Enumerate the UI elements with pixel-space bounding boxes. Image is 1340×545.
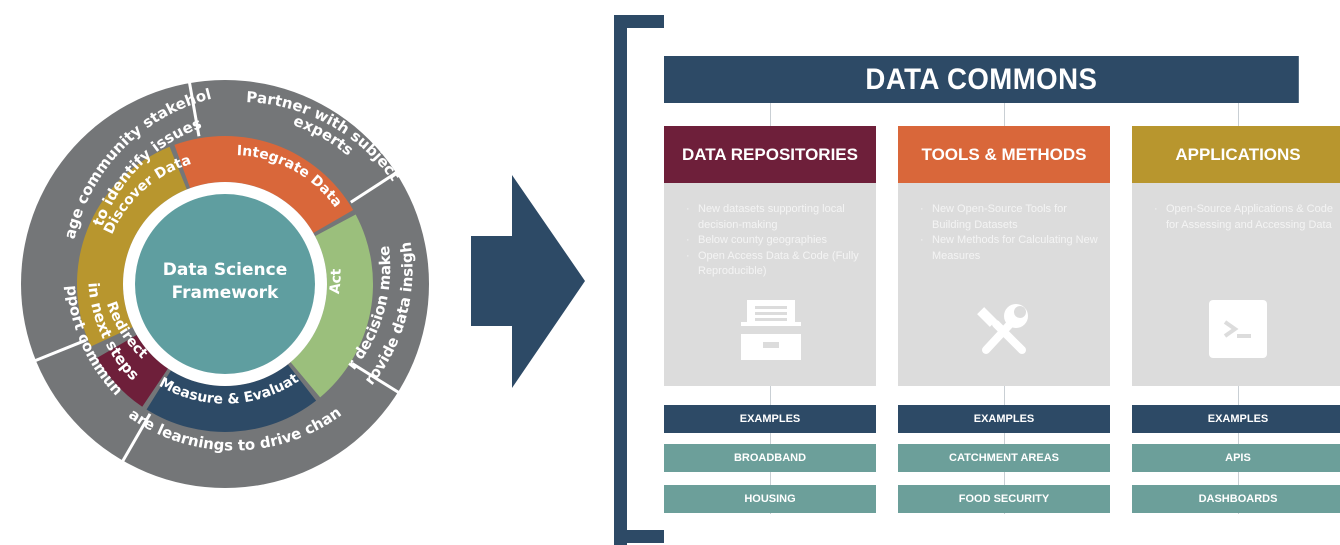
bullet-list-applications: Open-Source Applications & Code for Asse…: [1152, 202, 1340, 233]
data-science-framework-cycle: Engage community stakeholders to identif…: [0, 0, 429, 488]
bullet-list-data-repositories: New datasets supporting local decision-m…: [684, 202, 874, 280]
bullet-item: Below county geographies: [684, 233, 874, 249]
bracket-bottom: [614, 530, 664, 543]
example-food-security: FOOD SECURITY: [898, 485, 1110, 513]
outer-ring-separator: [187, 80, 201, 137]
outer-ring-separator: [120, 413, 152, 464]
examples-header-data-repositories: EXAMPLES: [664, 405, 876, 433]
bracket-vertical: [614, 15, 627, 545]
framework-center-line1: Data Science: [163, 260, 288, 280]
wrench-screwdriver-icon: [977, 304, 1028, 354]
example-catchment-areas: CATCHMENT AREAS: [898, 444, 1110, 472]
inner-segment-discover: [77, 146, 187, 347]
inner-segment-integrate: [174, 136, 354, 233]
terminal-icon: [1209, 300, 1267, 358]
example-housing: HOUSING: [664, 485, 876, 513]
connector-line: [1004, 103, 1005, 126]
bullet-item: New Open-Source Tools for Building Datas…: [918, 202, 1108, 233]
outer-ring-separator: [351, 362, 401, 395]
bullet-item: Open Access Data & Code (Fully Reproduci…: [684, 249, 874, 280]
bracket-top: [614, 15, 664, 28]
example-broadband: BROADBAND: [664, 444, 876, 472]
bullet-list-tools-methods: New Open-Source Tools for Building Datas…: [918, 202, 1108, 264]
outer-ring-separator: [349, 170, 399, 204]
inner-segment-measure: [146, 364, 317, 432]
bullet-item: New datasets supporting local decision-m…: [684, 202, 874, 233]
step-act: Act: [327, 268, 345, 295]
column-heading-data-repositories: DATA REPOSITORIES: [664, 126, 876, 183]
connector-line: [770, 103, 771, 126]
column-heading-tools-methods: TOOLS & METHODS: [898, 126, 1110, 183]
bullet-item: Open-Source Applications & Code for Asse…: [1152, 202, 1340, 233]
inner-segment-act: [290, 214, 373, 398]
inner-segment-redirect: [96, 335, 168, 407]
file-cabinet-icon: [741, 300, 801, 360]
framework-center-circle: [135, 194, 315, 374]
column-heading-applications: APPLICATIONS: [1132, 126, 1340, 183]
data-commons-title: DATA COMMONS: [664, 56, 1299, 103]
framework-center-line2: Framework: [172, 283, 279, 303]
bullet-item: New Methods for Calculating New Measures: [918, 233, 1108, 264]
example-dashboards: DASHBOARDS: [1132, 485, 1340, 513]
example-apis: APIS: [1132, 444, 1340, 472]
outer-ring-separator: [33, 338, 87, 363]
connector-line: [1238, 103, 1239, 126]
examples-header-tools-methods: EXAMPLES: [898, 405, 1110, 433]
examples-header-applications: EXAMPLES: [1132, 405, 1340, 433]
